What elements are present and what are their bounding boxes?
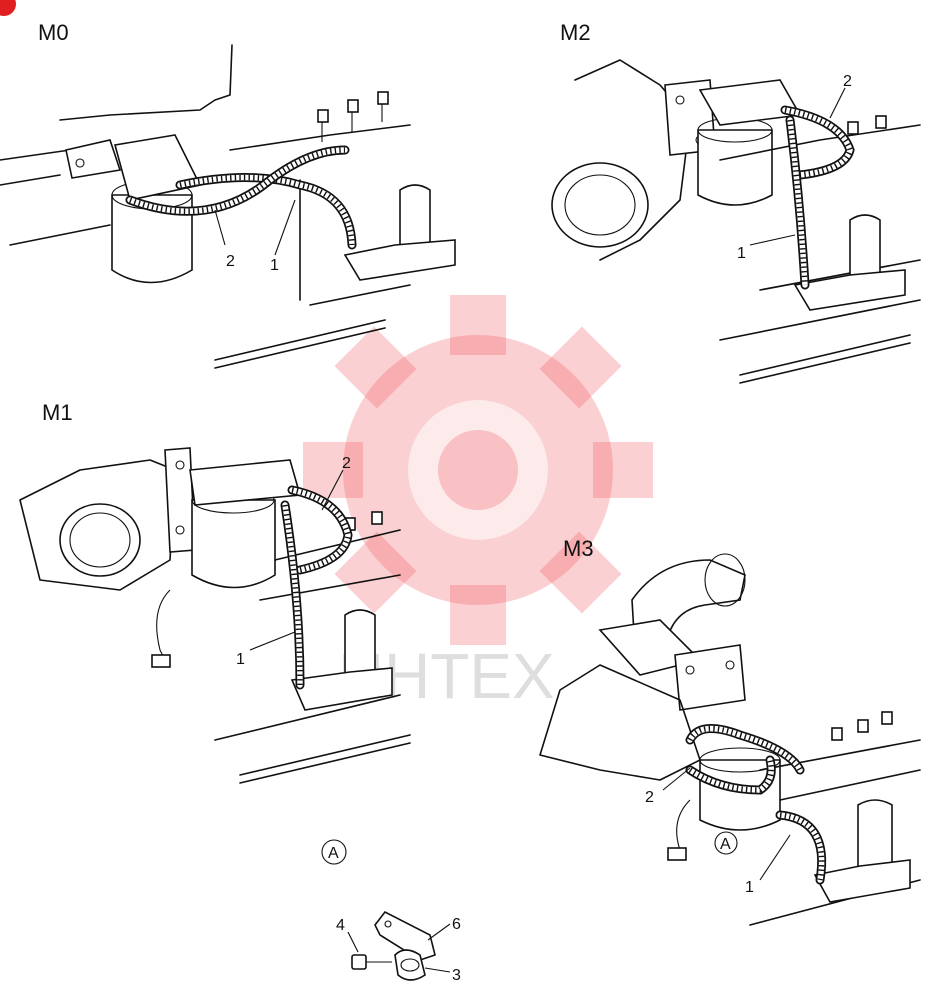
variant-m1: M1 2 1 bbox=[19, 400, 411, 784]
callout-m2-1: 1 bbox=[737, 245, 746, 262]
detail-marker-ring-m3 bbox=[714, 831, 738, 855]
callout-detail-6: 6 bbox=[452, 916, 461, 933]
corner-badge bbox=[0, 0, 16, 16]
variant-m0: M0 2 1 bbox=[0, 20, 456, 369]
watermark: ИНТЕХ bbox=[303, 295, 653, 712]
callout-m0-2: 2 bbox=[226, 253, 235, 270]
callout-m1-2: 2 bbox=[342, 455, 351, 472]
callout-m1-1: 1 bbox=[236, 651, 245, 668]
variant-label-m0: M0 bbox=[38, 20, 69, 45]
detail-marker-ring bbox=[321, 839, 347, 865]
detail-marker: A bbox=[328, 845, 339, 862]
variant-m3: M3 2 bbox=[539, 536, 921, 926]
callout-m2-2: 2 bbox=[843, 73, 852, 90]
variant-label-m1: M1 bbox=[42, 400, 73, 425]
callout-detail-3: 3 bbox=[452, 967, 461, 984]
variant-label-m3: M3 bbox=[563, 536, 594, 561]
detail-a: A 4 6 3 bbox=[321, 839, 461, 984]
variant-label-m2: M2 bbox=[560, 20, 591, 45]
callout-m3-2: 2 bbox=[645, 789, 654, 806]
callout-m3-1: 1 bbox=[745, 879, 754, 896]
callout-m0-1: 1 bbox=[270, 257, 279, 274]
watermark-gear-logo bbox=[303, 295, 653, 645]
variant-m2: M2 2 1 bbox=[551, 20, 921, 384]
detail-marker-m3: A bbox=[720, 836, 731, 853]
callout-detail-4: 4 bbox=[336, 917, 345, 934]
